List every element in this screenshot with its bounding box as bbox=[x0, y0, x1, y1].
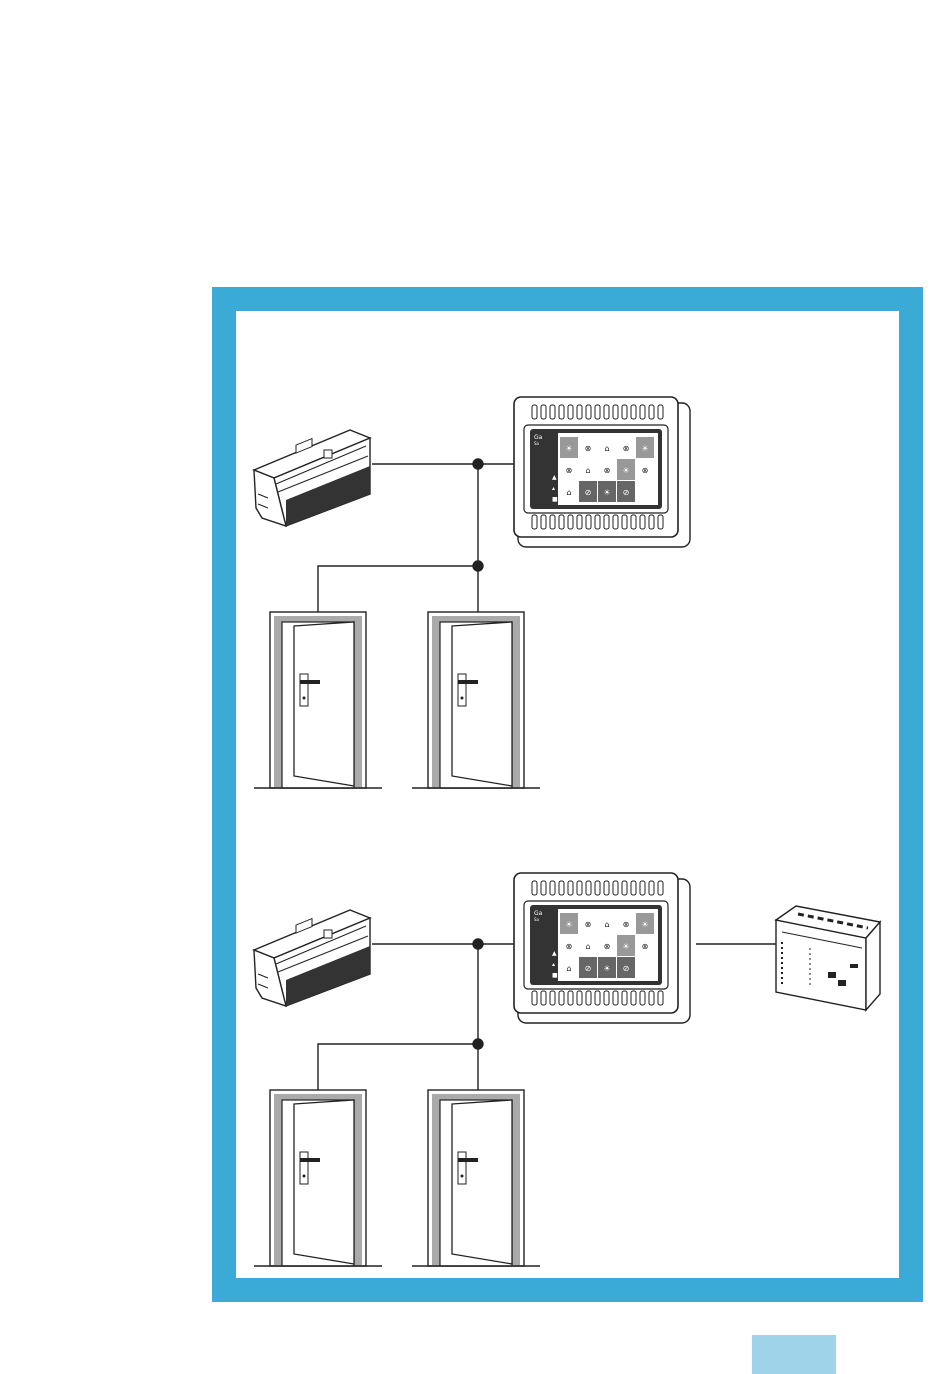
bell-icon: ▲ bbox=[552, 950, 557, 957]
page-number-tab bbox=[752, 1335, 836, 1374]
door-right bbox=[412, 612, 540, 788]
cancel-icon: ⊗ bbox=[585, 920, 592, 929]
ok-icon: ⊘ bbox=[585, 964, 592, 973]
cancel-icon: ⊗ bbox=[623, 920, 630, 929]
lock-icon: ⌂ bbox=[566, 488, 571, 497]
alarm-icon: ☀ bbox=[565, 920, 572, 929]
cancel-icon: ⊗ bbox=[623, 444, 630, 453]
panel-brand-label: Ga bbox=[534, 434, 543, 441]
cancel-icon: ⊗ bbox=[642, 466, 649, 475]
lock-icon: ⌂ bbox=[566, 964, 571, 973]
cancel-icon: ⊗ bbox=[604, 942, 611, 951]
alarm-icon: ☀ bbox=[565, 444, 572, 453]
cancel-icon: ⊗ bbox=[604, 466, 611, 475]
cancel-icon: ⊗ bbox=[642, 942, 649, 951]
lock-icon: ⌂ bbox=[604, 444, 609, 453]
control-unit bbox=[254, 910, 370, 1006]
ok-icon: ⊘ bbox=[623, 964, 630, 973]
panel-button bbox=[636, 957, 654, 978]
alarm-icon: ☀ bbox=[622, 466, 629, 475]
panel-brand-label: Ga bbox=[534, 910, 543, 917]
panel-brand-label: Sa bbox=[534, 917, 540, 922]
control-unit bbox=[254, 430, 370, 526]
alarm-icon: ☀ bbox=[641, 444, 648, 453]
square-icon: ■ bbox=[552, 496, 558, 503]
square-icon: ■ bbox=[552, 972, 558, 979]
panel-button bbox=[636, 481, 654, 502]
door-right bbox=[412, 1090, 540, 1266]
door-left bbox=[254, 612, 382, 788]
door-left bbox=[254, 1090, 382, 1266]
ok-icon: ⊘ bbox=[623, 488, 630, 497]
person-icon: ▴ bbox=[552, 961, 555, 968]
panel-brand-label: Sa bbox=[534, 441, 540, 446]
lock-icon: ⌂ bbox=[604, 920, 609, 929]
alarm-icon: ☀ bbox=[622, 942, 629, 951]
alarm-icon: ☀ bbox=[603, 964, 610, 973]
ok-icon: ⊘ bbox=[585, 488, 592, 497]
alarm-icon: ☀ bbox=[603, 488, 610, 497]
bell-icon: ▲ bbox=[552, 474, 557, 481]
cancel-icon: ⊗ bbox=[566, 466, 573, 475]
cancel-icon: ⊗ bbox=[566, 942, 573, 951]
person-icon: ▴ bbox=[552, 485, 555, 492]
extension-module bbox=[776, 906, 880, 1010]
lock-icon: ⌂ bbox=[585, 942, 590, 951]
alarm-icon: ☀ bbox=[641, 920, 648, 929]
cancel-icon: ⊗ bbox=[585, 444, 592, 453]
lock-icon: ⌂ bbox=[585, 466, 590, 475]
